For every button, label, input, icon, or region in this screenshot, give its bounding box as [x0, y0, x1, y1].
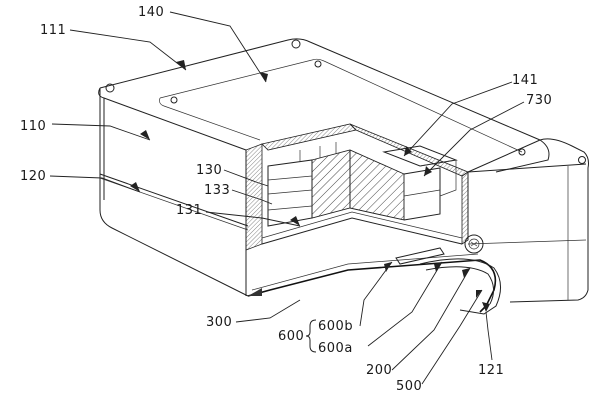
label-120: 120 — [20, 169, 46, 184]
label-133: 133 — [204, 183, 230, 198]
label-140: 140 — [138, 5, 164, 20]
label-121: 121 — [478, 363, 504, 378]
screw-hole — [314, 60, 322, 68]
label-600a: 600a — [318, 341, 353, 356]
label-141: 141 — [512, 73, 538, 88]
inner-components — [267, 142, 458, 227]
screw-hole — [170, 96, 178, 104]
label-730: 730 — [526, 93, 552, 108]
housing-right-block — [467, 138, 589, 303]
screw-hole — [518, 148, 526, 156]
label-131: 131 — [176, 203, 202, 218]
label-600b: 600b — [318, 319, 353, 334]
screw-hole — [578, 156, 586, 164]
reference-labels: 140 111 141 730 110 130 133 120 131 300 … — [20, 5, 552, 394]
label-500: 500 — [396, 379, 422, 394]
label-200: 200 — [366, 363, 392, 378]
arrowheads — [130, 60, 490, 312]
label-130: 130 — [196, 163, 222, 178]
fastener-icon — [464, 234, 484, 254]
label-111: 111 — [40, 23, 66, 38]
label-600: 600 — [278, 329, 304, 344]
label-300: 300 — [206, 315, 232, 330]
label-110: 110 — [20, 119, 46, 134]
screw-hole — [291, 39, 301, 49]
upper-housing-top — [98, 38, 586, 173]
lower-housing — [247, 234, 501, 315]
leader-lines — [49, 11, 525, 385]
brace-600 — [305, 319, 317, 353]
screw-hole — [105, 83, 115, 93]
